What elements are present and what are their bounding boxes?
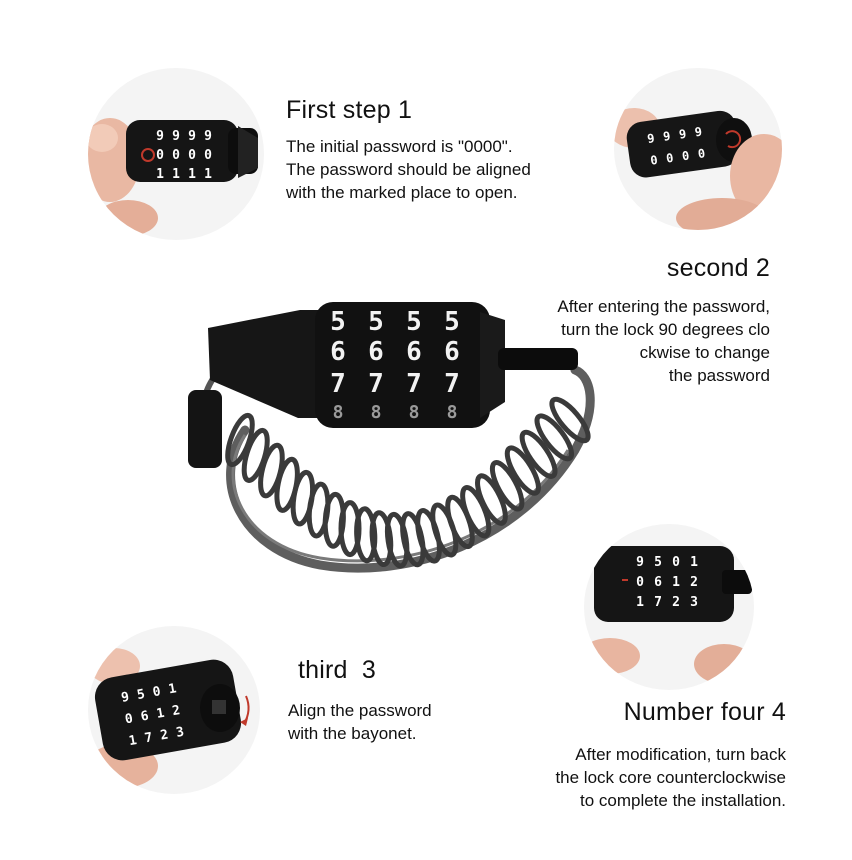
step1-dial-r2c1: 0 <box>156 148 164 163</box>
step3-text-block: third 3 Align the password with the bayo… <box>288 656 508 745</box>
step2-line1: After entering the password, <box>557 297 770 316</box>
step2-dial-r1c1: 9 <box>646 131 655 146</box>
hero-dial-r4c2: 8 <box>371 402 382 423</box>
cable-coil <box>354 506 378 564</box>
step2-photo: 9 9 9 9 0 0 0 0 <box>614 68 782 230</box>
step3-dial-r3c1: 1 <box>128 733 138 749</box>
step1-text-block: First step 1 The initial password is "00… <box>286 96 586 204</box>
step1-title: First step 1 <box>286 96 413 124</box>
hero-dial-r2c2: 6 <box>368 337 384 367</box>
hero-dial-r2c4: 6 <box>444 337 460 367</box>
step1-line1: The initial password is "0000". <box>286 137 513 156</box>
step3-title: third 3 <box>298 656 377 684</box>
hero-dial-r3c2: 7 <box>368 369 384 399</box>
hero-lock-image: 5 5 5 5 6 6 6 6 7 7 7 7 8 8 8 8 <box>180 290 610 590</box>
step3-line2: with the bayonet. <box>288 724 417 743</box>
cable-coil <box>489 460 525 512</box>
cable-coil <box>504 445 541 496</box>
step3-dial-r3c3: 2 <box>159 727 169 743</box>
hero-dial-r4c1: 8 <box>333 402 344 423</box>
step4-dial-r2c1: 0 <box>636 575 644 590</box>
step4-dial-r2c3: 1 <box>672 575 680 590</box>
step1-dial-r1c4: 9 <box>204 129 212 144</box>
step2-dial-r2c2: 0 <box>665 151 674 166</box>
step3-dial-r2c2: 6 <box>140 709 150 725</box>
hero-dial-r1c4: 5 <box>444 307 460 337</box>
step3-dial-r3c4: 3 <box>175 725 185 741</box>
step3-dial-r2c3: 1 <box>155 706 165 722</box>
step1-dial-r1c3: 9 <box>188 129 196 144</box>
step3-photo: 9 5 0 1 0 6 1 2 1 7 2 3 <box>88 626 260 794</box>
step2-line2: turn the lock 90 degrees clo <box>561 320 770 339</box>
step4-dial-r3c2: 7 <box>654 595 662 610</box>
step2-text-block: second 2 After entering the password, tu… <box>470 254 770 387</box>
step4-dial-r1c3: 0 <box>672 555 680 570</box>
step1-line2: The password should be aligned <box>286 160 531 179</box>
cable-coil <box>519 429 558 479</box>
hero-dial-r3c3: 7 <box>406 369 422 399</box>
hero-dial-r4c4: 8 <box>447 402 458 423</box>
step1-dial-r3c2: 1 <box>172 167 180 182</box>
step1-photo: 9 9 9 9 0 0 0 0 1 1 1 1 <box>88 68 264 240</box>
step4-dial-r1c4: 1 <box>690 555 698 570</box>
step3-dial-r1c4: 1 <box>167 681 177 697</box>
step2-dial-r2c1: 0 <box>649 153 658 168</box>
step1-dial-r1c2: 9 <box>172 129 180 144</box>
step3-dial-r1c3: 0 <box>152 684 162 700</box>
step1-dial-r3c4: 1 <box>204 167 212 182</box>
step4-dial-r1c1: 9 <box>636 555 644 570</box>
step4-line1: After modification, turn back <box>575 745 786 764</box>
step4-text-block: Number four 4 After modification, turn b… <box>480 698 786 812</box>
cable-coil <box>369 510 394 568</box>
cable-coil <box>534 413 575 462</box>
step2-dial-r2c4: 0 <box>697 146 706 161</box>
step4-dial-r1c2: 5 <box>654 555 662 570</box>
step1-dial-r2c2: 0 <box>172 148 180 163</box>
step3-dial-r3c2: 7 <box>143 730 153 746</box>
hero-dial-r1c3: 5 <box>406 307 422 337</box>
step2-line4: the password <box>668 366 770 385</box>
step4-dial-r3c4: 3 <box>690 595 698 610</box>
step4-dial-r3c3: 2 <box>672 595 680 610</box>
step2-dial-r1c2: 9 <box>662 129 671 144</box>
step2-dial-r2c3: 0 <box>681 148 690 163</box>
step3-dial-r1c1: 9 <box>120 690 130 706</box>
step3-dial-r2c4: 2 <box>171 703 181 719</box>
step3-line1: Align the password <box>288 701 432 720</box>
step2-dial-r1c4: 9 <box>694 124 703 139</box>
step4-line3: to complete the installation. <box>579 791 786 810</box>
hero-dial-r4c3: 8 <box>409 402 420 423</box>
step4-photo: 9 5 0 1 0 6 1 2 1 7 2 3 <box>584 524 754 690</box>
step1-dial-r1c1: 9 <box>156 129 164 144</box>
hero-dial-r2c1: 6 <box>330 337 346 367</box>
step1-dial-r2c4: 0 <box>204 148 212 163</box>
cable-coil <box>475 473 508 526</box>
step4-line2: the lock core counterclockwise <box>555 768 786 787</box>
step4-dial-r2c4: 2 <box>690 575 698 590</box>
step4-dial-r3c1: 1 <box>636 595 644 610</box>
step1-dial-r3c3: 1 <box>188 167 196 182</box>
step2-dial-r1c3: 9 <box>678 127 687 142</box>
step2-line3: ckwise to change <box>639 343 770 362</box>
step2-title: second 2 <box>666 254 770 282</box>
hero-dial-r3c1: 7 <box>330 369 346 399</box>
step3-dial-r2c1: 0 <box>124 711 134 727</box>
step1-dial-r2c3: 0 <box>188 148 196 163</box>
hero-dial-r3c4: 7 <box>444 369 460 399</box>
hero-dial-r2c3: 6 <box>406 337 422 367</box>
hero-dial-r1c2: 5 <box>368 307 384 337</box>
cable-coil <box>549 396 591 444</box>
step1-line3: with the marked place to open. <box>286 183 518 202</box>
step4-dial-r2c2: 6 <box>654 575 662 590</box>
step1-dial-r3c1: 1 <box>156 167 164 182</box>
hero-dial-r1c1: 5 <box>330 307 346 337</box>
step4-title: Number four 4 <box>623 698 786 726</box>
step3-dial-r1c2: 5 <box>136 687 146 703</box>
